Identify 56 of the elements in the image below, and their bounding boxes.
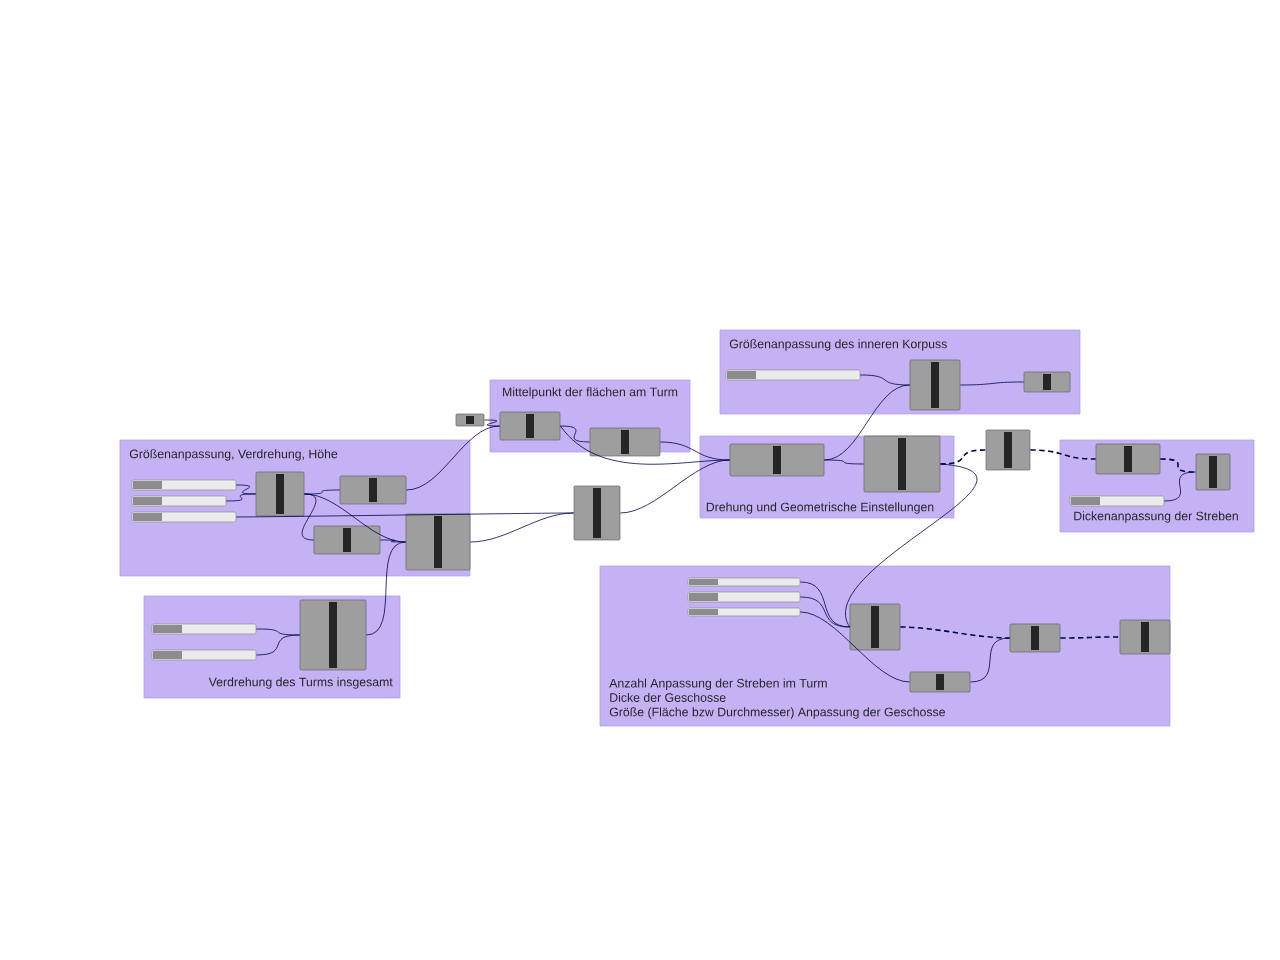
wire [823,459,865,465]
wire [301,493,317,541]
wire [1163,471,1197,502]
wire [969,637,1011,683]
wire [959,381,1025,386]
wire [939,449,987,465]
component-box [405,513,471,571]
wire [483,419,501,427]
wire [619,459,731,514]
component-box [909,359,961,411]
slider-bar [1069,495,1165,507]
wire [559,425,591,443]
component-box [499,411,561,441]
slider-bar [725,369,861,381]
wire [1159,458,1197,473]
wire [225,493,257,502]
component-box [1119,619,1171,655]
slider-bar [151,623,257,635]
wire [845,463,977,628]
wire [799,611,911,683]
component-box [589,427,661,457]
component-box [455,413,485,427]
slider-bar [131,511,237,523]
component-box [909,671,971,693]
wire [899,626,1011,639]
component-box [339,475,407,505]
slider-bar [151,649,257,661]
component-box [1009,623,1061,653]
wire [799,596,851,628]
wire [303,489,341,495]
wire [255,634,301,656]
component-box [573,485,621,541]
wire [859,374,911,386]
component-box [863,435,941,493]
component-box [299,599,367,671]
component-box [729,443,825,477]
wire [235,512,575,518]
wire [469,512,575,543]
wire [1059,636,1121,639]
wire [379,539,407,543]
wire [365,541,407,636]
component-box [313,525,381,555]
slider-bar [687,577,801,587]
wire [405,425,501,491]
component-box [1195,453,1231,491]
component-box [985,429,1031,471]
slider-bar [687,591,801,603]
component-box [255,471,305,517]
slider-bar [131,495,227,507]
component-box [1095,443,1161,475]
wire [1029,449,1097,460]
wire [559,425,731,465]
slider-bar [687,607,801,617]
component-box [849,603,901,651]
component-box [1023,371,1071,393]
slider-bar [131,479,237,491]
